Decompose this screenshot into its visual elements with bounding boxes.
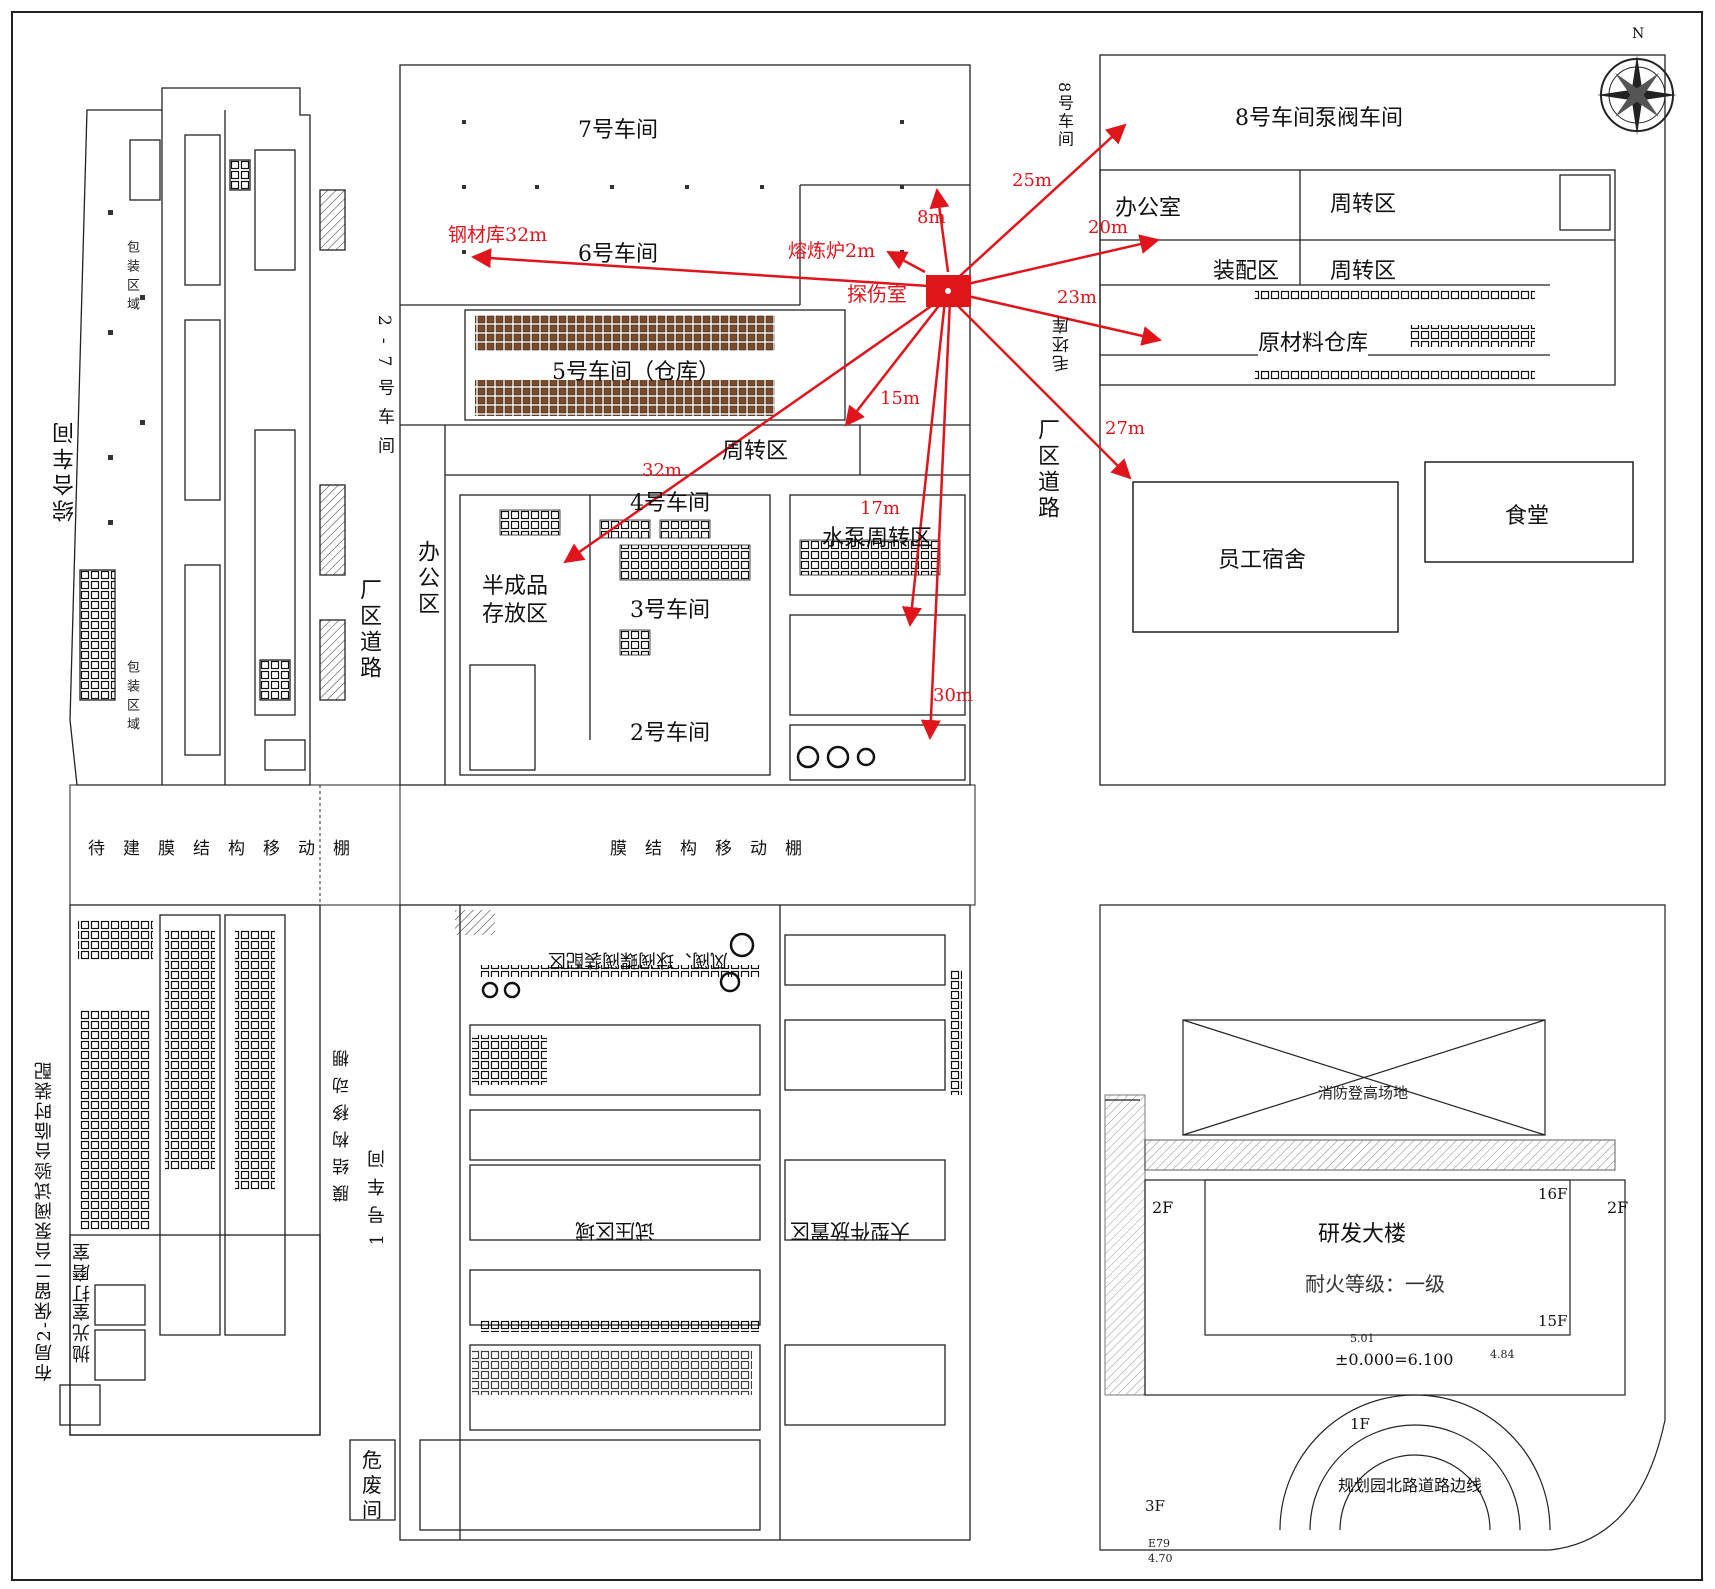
distance-25m: 25m (1012, 170, 1052, 191)
spot-elev-501: 5.01 (1350, 1332, 1375, 1345)
turnover-zone-label: 周转区 (722, 439, 789, 464)
fire-ground-label: 消防登高场地 (1318, 1084, 1409, 1102)
canteen-building (1424, 461, 1634, 563)
compass-n-label: N (1632, 26, 1645, 42)
distance-arrows (471, 123, 1162, 740)
raw-material-rack-bot (1255, 370, 1535, 380)
distance-30m: 30m (933, 685, 973, 706)
moving-shed-2-label: 膜结构移动棚 (610, 839, 820, 859)
distance-23m: 23m (1057, 287, 1097, 308)
blank-stock-label: 毛坯库 (1053, 315, 1073, 372)
raw-material-rack-top (1255, 290, 1535, 300)
big-parts-label: 大型件放置区 (790, 1219, 910, 1243)
layout2-note-label: 布局2-保留二台泵阀试验台临时装配 (34, 1060, 55, 1382)
workshop-1-machines-2 (472, 1350, 752, 1395)
workshop-1-label: 1号车间 (367, 1140, 388, 1246)
workshop-7-label: 7号车间 (578, 118, 658, 143)
road-right-label: 厂区道路 (1034, 418, 1059, 522)
raw-warehouse-label: 原材料仓库 (1258, 325, 1369, 357)
floor-2f-left: 2F (1152, 1198, 1174, 1217)
spot-elev-470: 4.70 (1148, 1552, 1173, 1565)
layout2-building (59, 904, 321, 1436)
distance-furnace: 熔炼炉2m (788, 240, 876, 262)
layout2-equipment-b (165, 930, 215, 1170)
polish-room-label: 抛光室 (72, 1300, 93, 1363)
hazard-waste-label: 危废间 (362, 1448, 382, 1522)
spot-elev-484: 4.84 (1490, 1348, 1515, 1361)
zonghe-dots (108, 210, 145, 525)
workshop-2-label: 2号车间 (630, 721, 710, 746)
floor-3f: 3F (1145, 1497, 1165, 1515)
valve-symbols (481, 932, 755, 999)
workshop-8-label: 8号车间泵阀车间 (1235, 106, 1403, 131)
valve-assembly-label: 风阀、球阀蝶阀装配区 (548, 949, 728, 970)
pump-symbols (796, 745, 876, 769)
workshop-1-machines (472, 1035, 547, 1085)
assembly-label: 装配区 (1213, 259, 1280, 284)
office-zone-label: 办公区 (414, 540, 439, 618)
layout2-equipment-c (235, 930, 275, 1190)
floor-16f: 16F (1538, 1185, 1568, 1203)
distance-17m: 17m (860, 498, 900, 519)
workshop-1-hatched-block (455, 910, 495, 935)
pack-area-1: 包装区域 (124, 240, 139, 316)
pump-turnover-label: 水泵周转区 (822, 526, 933, 551)
moving-shed-3-label: 膜结构移动棚 (333, 1040, 353, 1202)
workshop-1-rack-row-1 (480, 965, 760, 977)
test-area-label: 试压区域 (575, 1219, 655, 1243)
workshop-1-building (349, 904, 971, 1541)
zonghe-workshop (69, 87, 346, 786)
layout2-equipment-d (80, 1010, 150, 1230)
dorm-building (1132, 481, 1399, 633)
workshop-4-label: 4号车间 (630, 491, 710, 516)
turnover-8b-label: 周转区 (1330, 259, 1397, 284)
raw-material-rack-mid (1410, 325, 1535, 347)
pack-area-2: 包装区域 (124, 660, 139, 736)
canteen-label: 食堂 (1505, 504, 1550, 529)
floor-15f: 15F (1538, 1312, 1568, 1330)
distance-8m: 8m (917, 207, 946, 228)
office-8-label: 办公室 (1115, 196, 1182, 221)
layout2-equipment-a (78, 920, 153, 960)
workshop-3-label: 3号车间 (630, 598, 710, 623)
workshop-5-label: 5号车间（仓库） (552, 360, 720, 385)
distance-32m: 32m (642, 460, 682, 481)
distance-27m: 27m (1105, 418, 1145, 439)
workshop-2-7-label: 2-7号车间 (374, 315, 394, 466)
warehouse-rack-upper (475, 315, 775, 351)
floor-2f-right: 2F (1607, 1198, 1629, 1217)
workshop-1-rack-col (950, 970, 962, 1095)
workshop-1-rack-row-2 (480, 1320, 760, 1332)
road-edge-label: 规划园北路道路边线 (1338, 1476, 1483, 1495)
page-frame (11, 11, 1703, 1581)
semi-product-label-1: 半成品 (482, 574, 549, 599)
compass-north-icon (1597, 55, 1677, 135)
rd-building-label: 研发大楼 (1318, 1222, 1407, 1247)
center-upper-complex (399, 64, 971, 786)
grinding-room-label: 打磨室 (72, 1240, 93, 1303)
fire-rating-label: 耐火等级：一级 (1305, 1272, 1445, 1296)
workshop-6-label: 6号车间 (578, 242, 658, 267)
turnover-8a-label: 周转区 (1330, 192, 1397, 217)
dorm-label: 员工宿舍 (1218, 548, 1307, 573)
elevation-label: ±0.000=6.100 (1335, 1350, 1454, 1369)
rd-building-plan (1099, 904, 1666, 1551)
workshop-8-side-label: 8号车间 (1055, 82, 1074, 149)
road-left-label: 厂区道路 (356, 578, 381, 682)
zonghe-workshop-label: 综合车间 (53, 418, 78, 522)
workshop-8-complex (1099, 54, 1666, 786)
distance-20m: 20m (1088, 217, 1128, 238)
moving-shed-1-label: 待建膜结构移动棚 (88, 839, 368, 859)
distance-steel: 钢材库32m (448, 224, 548, 246)
lab-label: 探伤室 (847, 282, 907, 306)
floor-1f: 1F (1350, 1415, 1370, 1433)
distance-15m: 15m (880, 388, 920, 409)
warehouse-rack-lower (475, 380, 775, 416)
semi-product-label-2: 存放区 (482, 602, 549, 627)
spot-elev-e: E79 (1148, 1537, 1171, 1550)
